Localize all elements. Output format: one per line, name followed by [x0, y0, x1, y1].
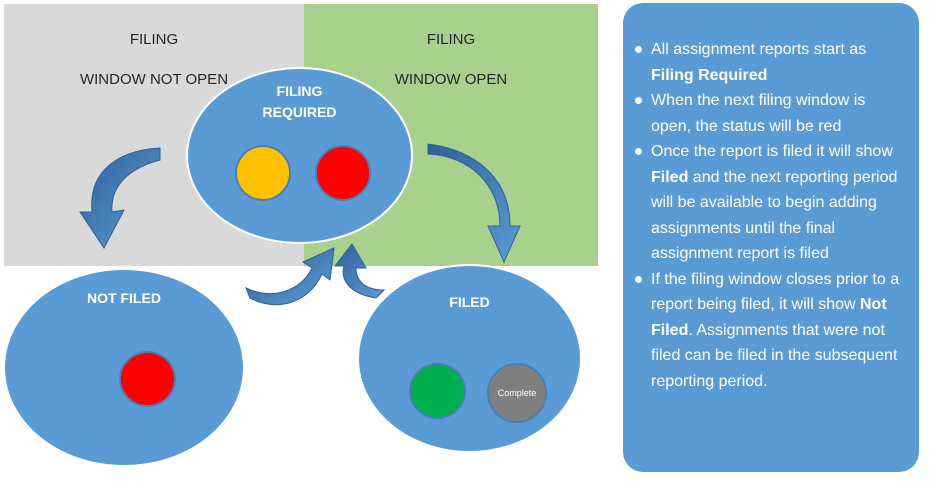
filing-required-label-line: FILING	[276, 83, 323, 99]
not-filed-label: NOT FILED	[87, 290, 161, 306]
info-item: When the next filing window is open, the…	[631, 88, 909, 139]
filing-required-label-line: REQUIRED	[262, 104, 337, 120]
filed-label: FILED	[449, 294, 490, 310]
filing-required-state-bubble: FILING REQUIRED	[186, 67, 413, 244]
filing-required-label: FILING REQUIRED	[188, 81, 411, 123]
info-panel: All assignment reports start as Filing R…	[623, 3, 919, 472]
red-status-dot-not-filed	[119, 351, 176, 407]
filed-state-bubble: FILED	[357, 264, 582, 453]
green-status-dot	[409, 363, 466, 419]
red-status-dot	[315, 145, 371, 201]
zone-title-not-open: FILING WINDOW NOT OPEN	[4, 10, 304, 110]
info-item: If the filing window closes prior to a r…	[631, 267, 909, 395]
info-list: All assignment reports start as Filing R…	[631, 37, 909, 394]
zone-title-line: WINDOW OPEN	[394, 71, 508, 88]
info-item: Once the report is filed it will show Fi…	[631, 139, 909, 267]
zone-title-line: WINDOW NOT OPEN	[79, 71, 229, 88]
complete-status-dot: Complete	[487, 363, 547, 423]
zone-title-open: FILING WINDOW OPEN	[304, 10, 598, 110]
amber-status-dot	[235, 145, 291, 201]
zone-title-line: FILING	[129, 31, 179, 48]
complete-label: Complete	[497, 388, 537, 398]
info-item: All assignment reports start as Filing R…	[631, 37, 909, 88]
zone-title-line: FILING	[426, 31, 476, 48]
